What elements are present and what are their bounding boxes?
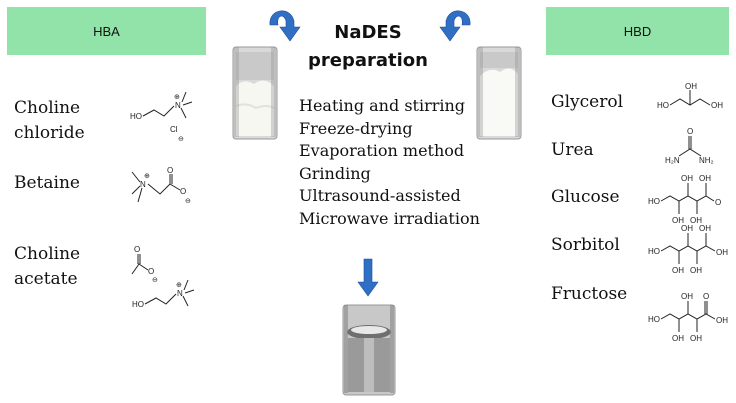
choline-acetate-structure: O O ⊖ HO N ⊕ <box>131 245 195 309</box>
atom-label: O <box>703 292 709 301</box>
atom-label: NH₂ <box>699 156 714 165</box>
hba-powder-vial <box>232 46 278 140</box>
atom-label: HO <box>648 247 660 256</box>
atom-label: OH <box>672 266 684 275</box>
sorbitol-structure: HO OH OH OH OH OH <box>648 224 728 275</box>
hba-header: HBA <box>7 7 206 55</box>
atom-label: N <box>177 289 183 298</box>
atom-label: OH <box>681 224 693 233</box>
nades-liquid-vial <box>342 304 396 396</box>
hbd-glucose-label: Glucose <box>551 187 620 207</box>
choline-chloride-structure: HO N ⊕ Cl ⊖ <box>130 91 193 143</box>
hbd-fructose-label: Fructose <box>551 284 628 304</box>
hba-choline-chloride-label: Choline chloride <box>14 96 85 146</box>
label-line: Choline <box>14 244 81 264</box>
atom-label: HO <box>130 112 142 121</box>
atom-label: HO <box>648 197 660 206</box>
atom-label: N <box>140 180 146 189</box>
atom-label: OH <box>681 174 693 183</box>
label-line: acetate <box>14 269 78 289</box>
hbd-urea-label: Urea <box>551 140 594 160</box>
charge-label: ⊖ <box>152 277 158 284</box>
atom-label: OH <box>672 216 684 225</box>
hbd-header: HBD <box>546 7 729 55</box>
atom-label: OH <box>699 224 711 233</box>
atom-label: OH <box>672 334 684 343</box>
curved-arrow-left <box>269 10 301 42</box>
glycerol-structure: HO OH OH <box>657 82 723 110</box>
charge-label: ⊕ <box>174 94 180 101</box>
charge-label: ⊕ <box>144 173 150 180</box>
atom-label: O <box>180 187 186 196</box>
curved-arrow-right <box>439 10 471 42</box>
fructose-structure: HO OH OH OH O OH <box>648 292 728 343</box>
atom-label: OH <box>681 292 693 301</box>
title-line: preparation <box>308 50 428 71</box>
atom-label: O <box>148 267 154 276</box>
atom-label: O <box>687 127 693 136</box>
atom-label: OH <box>685 82 697 91</box>
atom-label: N <box>175 101 181 110</box>
label-line: Choline <box>14 98 81 118</box>
charge-label: ⊖ <box>178 136 184 143</box>
atom-label: Cl <box>170 125 178 134</box>
method-item: Ultrasound-assisted <box>299 186 461 205</box>
nades-preparation-title: NaDES preparation <box>303 19 433 75</box>
atom-label: OH <box>690 216 702 225</box>
atom-label: OH <box>690 266 702 275</box>
atom-label: O <box>715 198 721 207</box>
method-item: Heating and stirring <box>299 96 466 115</box>
hba-choline-acetate-label: Choline acetate <box>14 242 80 292</box>
glucose-structure: HO OH OH OH OH O <box>648 174 721 225</box>
label-line: chloride <box>14 123 85 143</box>
hbd-glycerol-label: Glycerol <box>551 92 624 112</box>
atom-label: OH <box>716 248 728 257</box>
method-item: Grinding <box>299 163 371 183</box>
hbd-powder-vial <box>476 46 522 140</box>
urea-structure: O H₂N NH₂ <box>665 127 714 165</box>
atom-label: HO <box>657 101 669 110</box>
atom-label: OH <box>699 174 711 183</box>
atom-label: OH <box>716 316 728 325</box>
title-line: NaDES <box>334 22 402 43</box>
hbd-sorbitol-label: Sorbitol <box>551 235 620 255</box>
atom-label: OH <box>711 101 723 110</box>
method-item: Evaporation method <box>299 141 465 160</box>
atom-label: H₂N <box>665 156 680 165</box>
down-arrow <box>357 258 379 297</box>
atom-label: HO <box>132 300 144 309</box>
atom-label: O <box>134 245 140 254</box>
atom-label: O <box>167 166 173 175</box>
method-item: Freeze-drying <box>299 118 413 138</box>
betaine-structure: N ⊕ O O ⊖ <box>131 166 191 205</box>
charge-label: ⊕ <box>176 282 182 289</box>
atom-label: OH <box>690 334 702 343</box>
atom-label: HO <box>648 315 660 324</box>
hba-header-label: HBA <box>93 23 120 39</box>
method-item: Microwave irradiation <box>299 208 480 228</box>
preparation-methods-list: Heating and stirring Freeze-drying Evapo… <box>299 95 480 230</box>
hba-betaine-label: Betaine <box>14 173 80 193</box>
hbd-header-label: HBD <box>623 23 652 39</box>
charge-label: ⊖ <box>185 198 191 205</box>
